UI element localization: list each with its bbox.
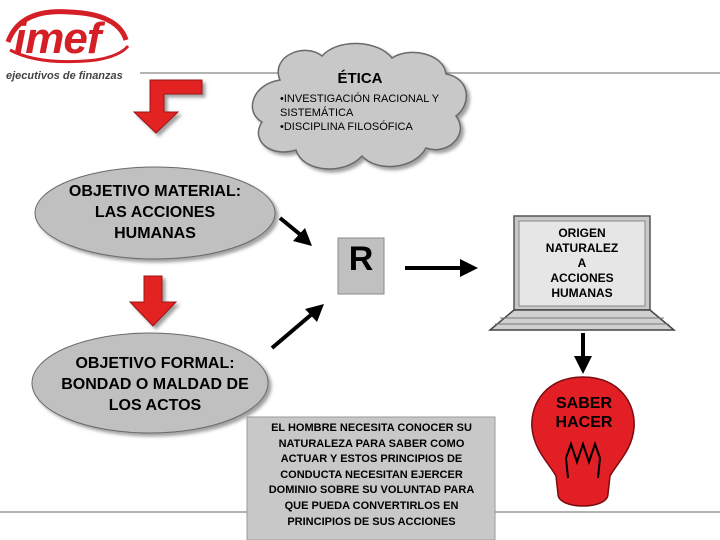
objective-material-line: OBJETIVO MATERIAL:	[68, 183, 242, 200]
arrow-to-laptop	[405, 259, 478, 277]
arrow-to-r-down	[278, 216, 312, 246]
note-line: QUE PUEDA CONVERTIRLOS EN	[284, 499, 459, 512]
note-box	[246, 416, 496, 540]
note-line: PRINCIPIOS DE SUS ACCIONES	[287, 515, 456, 528]
cloud-line: SISTEMÁTICA	[280, 107, 354, 119]
logo-wordmark: imef	[14, 14, 101, 63]
laptop-line: HUMANAS	[551, 286, 613, 300]
note-line: ACTUAR Y ESTOS PRINCIPIOS DE	[280, 453, 463, 466]
r-label: R	[348, 240, 374, 278]
bulb-text: SABER HACER	[540, 394, 628, 432]
objective-formal-line: BONDAD O MALDAD DE	[61, 376, 249, 393]
objective-material-line: LAS ACCIONES	[94, 204, 216, 221]
lightbulb	[531, 376, 635, 507]
laptop-line: ORIGEN	[558, 226, 606, 240]
arrow-to-r-up	[270, 304, 324, 350]
objective-formal-line: LOS ACTOS	[108, 397, 202, 414]
note-line: CONDUCTA NECESITAN EJERCER	[280, 468, 463, 481]
objective-formal-oval	[31, 332, 269, 434]
laptop	[487, 215, 677, 331]
bulb-line: HACER	[555, 414, 613, 431]
cloud-line: •DISCIPLINA FILOSÓFICA	[280, 121, 413, 133]
objective-material-line: HUMANAS	[114, 225, 196, 242]
note-line: NATURALEZA PARA SABER COMO	[278, 437, 465, 450]
logo-swoosh	[5, 9, 130, 64]
note-line: EL HOMBRE NECESITA CONOCER SU	[271, 422, 472, 434]
note-line: DOMINIO SOBRE SU VOLUNTAD PARA	[268, 484, 475, 497]
laptop-line: NATURALEZ	[545, 241, 619, 255]
cloud-line: •INVESTIGACIÓN RACIONAL Y	[280, 93, 440, 105]
bulb-line: SABER	[555, 395, 612, 412]
laptop-line: ACCIONES	[550, 271, 614, 285]
objective-formal-line: OBJETIVO FORMAL:	[75, 355, 235, 372]
r-box	[337, 237, 385, 295]
logo-tagline: ejecutivos de finanzas	[6, 70, 123, 82]
cloud-title: ÉTICA	[337, 70, 383, 87]
objective-formal-text: OBJETIVO FORMAL: BONDAD O MALDAD DE LOS …	[35, 353, 275, 416]
arrow-to-bulb	[574, 333, 592, 374]
objective-material-oval	[34, 166, 276, 260]
objective-material-text: OBJETIVO MATERIAL: LAS ACCIONES HUMANAS	[40, 181, 270, 244]
ethics-cloud	[251, 42, 468, 170]
laptop-line: A	[577, 256, 587, 270]
note-text: EL HOMBRE NECESITA CONOCER SU NATURALEZA…	[250, 421, 493, 530]
down-arrow-red	[128, 275, 178, 327]
cloud-body: •INVESTIGACIÓN RACIONAL Y SISTEMÁTICA •D…	[280, 92, 460, 134]
elbow-arrow	[132, 79, 203, 134]
laptop-screen-text: ORIGEN NATURALEZ A ACCIONES HUMANAS	[521, 226, 643, 306]
